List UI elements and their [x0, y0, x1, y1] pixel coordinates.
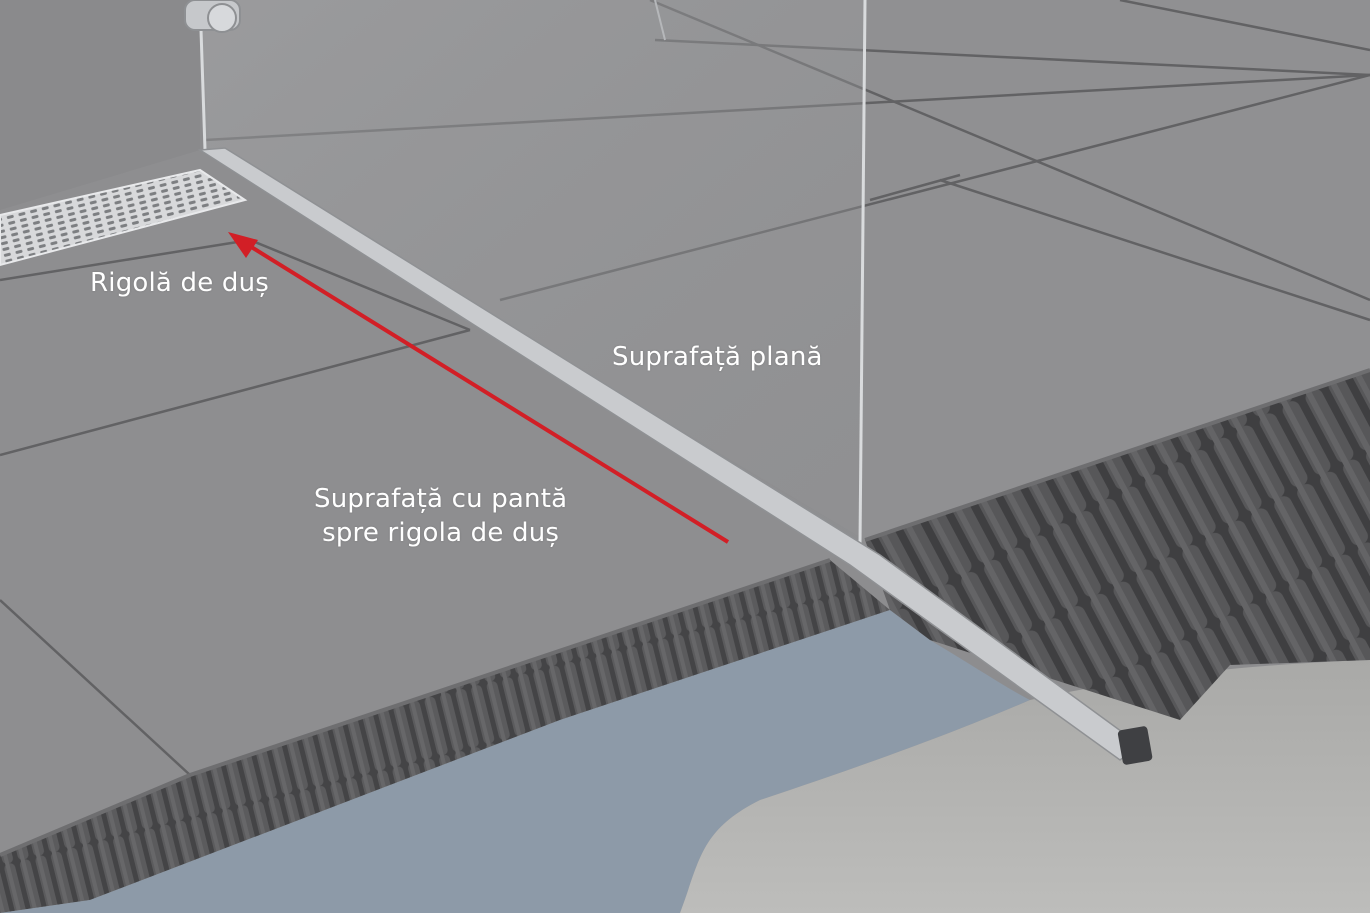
hinge-icon — [184, 0, 241, 33]
screed — [680, 660, 1370, 913]
arrow-icon — [228, 232, 730, 544]
drain-label: Rigolă de duș — [90, 268, 270, 298]
sloped-surface-label-line2: spre rigola de duș — [322, 518, 560, 548]
glass-panel — [200, 0, 865, 545]
back-wall — [0, 0, 200, 210]
drain-grate-icon — [0, 168, 248, 267]
tile-edges — [0, 368, 1370, 857]
sloped-surface-label: Suprafață cu pantă spre rigola de duș — [314, 482, 567, 550]
waterproof-membrane — [0, 610, 1030, 913]
sloped-floor — [0, 150, 865, 855]
adhesive-bed-right — [865, 370, 1370, 720]
flat-surface-label: Suprafață plană — [612, 342, 823, 372]
sloped-surface-label-line1: Suprafață cu pantă — [314, 484, 568, 514]
adhesive-bed-left — [0, 560, 890, 913]
grout-lines-sloped — [0, 238, 471, 780]
